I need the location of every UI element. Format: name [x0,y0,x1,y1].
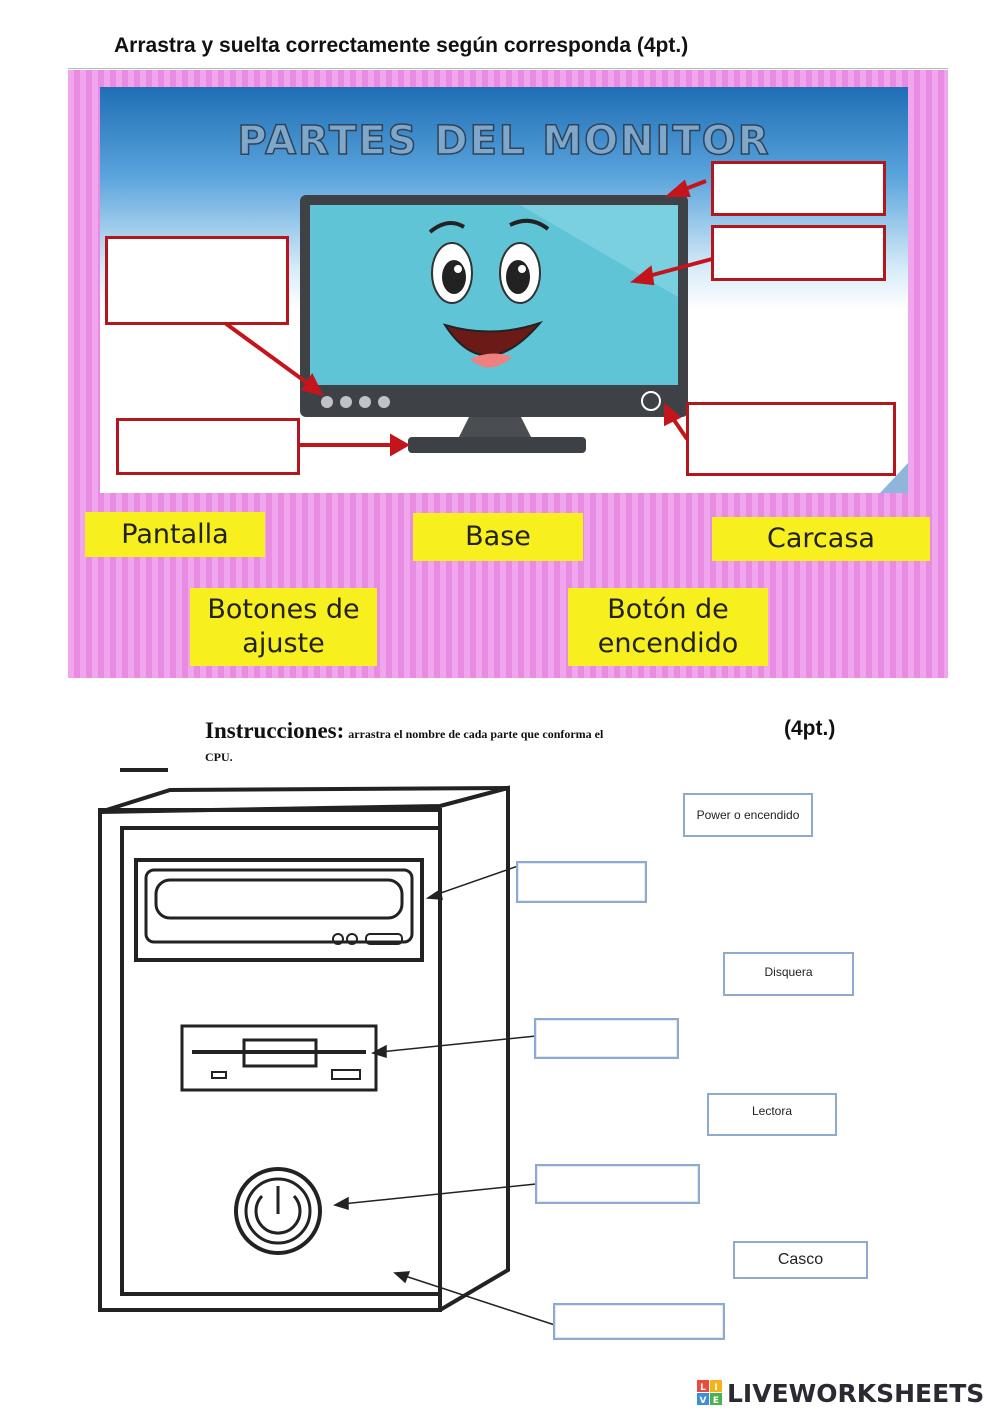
drop-box-cpu-disquera-target[interactable] [516,861,647,903]
label-disquera[interactable]: Disquera [723,952,854,996]
drop-box-power-target[interactable] [686,402,896,476]
label-power-o-encendido[interactable]: Power o encendido [683,793,813,837]
drop-box-carcasa-target[interactable] [711,161,886,216]
instructions-text-cont: CPU. [205,750,233,764]
logo-letter: E [713,1396,719,1406]
cpu-points: (4pt.) [784,717,836,740]
label-botones-de-ajuste[interactable]: Botones de ajuste [190,588,377,666]
label-pantalla[interactable]: Pantalla [85,512,265,557]
instructions-text: arrastra el nombre de cada parte que con… [348,727,604,741]
slide-title: PARTES DEL MONITOR [237,117,771,165]
label-boton-de-encendido[interactable]: Botón de encendido [568,588,768,666]
instructions-heading: Instrucciones: [205,718,345,743]
drop-box-buttons-target[interactable] [105,236,289,325]
drop-box-base-target[interactable] [116,418,300,475]
drop-box-cpu-casco-target[interactable] [553,1303,725,1340]
worksheet-instruction-1: Arrastra y suelta correctamente según co… [114,34,689,57]
logo-letter: I [714,1383,717,1393]
drop-box-cpu-power-target[interactable] [535,1164,700,1204]
drop-box-cpu-lectora-target[interactable] [534,1018,679,1059]
logo-letter: V [700,1396,707,1406]
cpu-instructions: Instrucciones: arrastra el nombre de cad… [205,718,603,744]
monitor-illustration: 5 [223,179,908,493]
label-lectora[interactable]: Lectora [707,1093,837,1136]
cpu-illustration [98,768,571,1331]
logo-letter: L [700,1383,706,1393]
liveworksheets-brand: LIVEWORKSHEETS [727,1378,985,1408]
label-carcasa[interactable]: Carcasa [712,517,930,561]
label-casco[interactable]: Casco [733,1241,868,1279]
divider [68,68,948,69]
label-base[interactable]: Base [413,513,583,561]
drop-box-pantalla-target[interactable] [711,225,886,281]
